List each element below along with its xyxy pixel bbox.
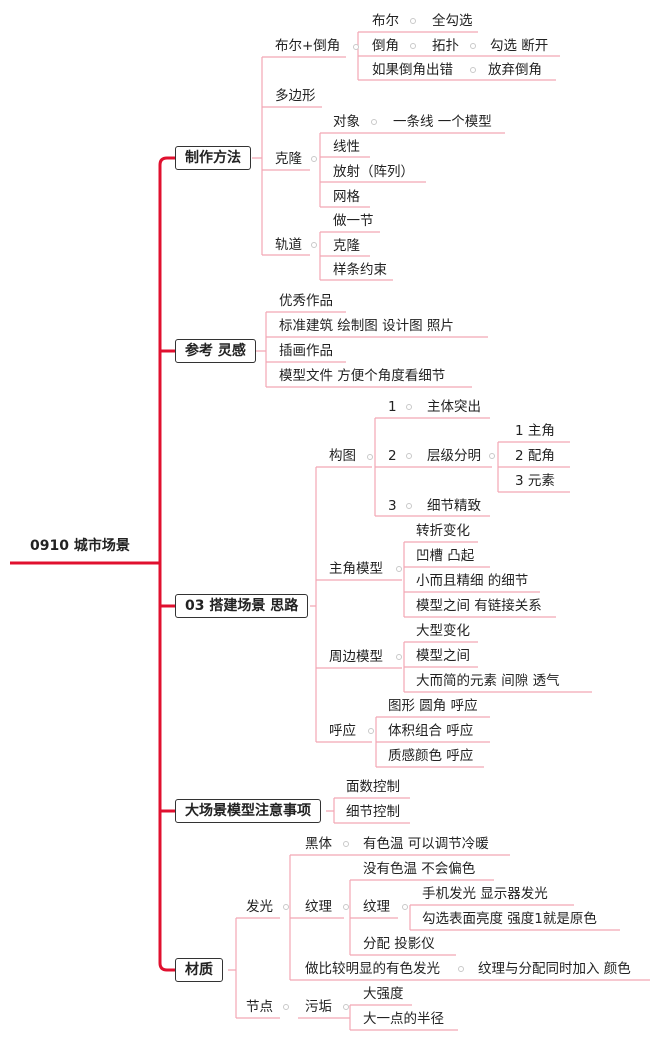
collapse-dot[interactable] <box>470 67 476 73</box>
collapse-dot[interactable] <box>396 654 402 660</box>
collapse-dot[interactable] <box>470 43 476 49</box>
node-quangouxuan[interactable]: 全勾选 <box>432 13 473 29</box>
collapse-dot[interactable] <box>367 454 373 460</box>
collapse-dot[interactable] <box>410 18 416 24</box>
collapse-dot[interactable] <box>371 119 377 125</box>
node-zuobi[interactable]: 做比较明显的有色发光 <box>305 961 440 977</box>
collapse-dot[interactable] <box>283 1004 289 1010</box>
collapse-dot[interactable] <box>311 242 317 248</box>
node-daqiangdu[interactable]: 大强度 <box>363 986 404 1002</box>
node-duobianxing[interactable]: 多边形 <box>275 88 316 104</box>
node-zhujiao-2[interactable]: 小而且精细 的细节 <box>416 573 529 589</box>
collapse-dot[interactable] <box>343 904 349 910</box>
node-wenli[interactable]: 纹理 <box>305 899 332 915</box>
node-biaozhun[interactable]: 标准建筑 绘制图 设计图 照片 <box>279 318 454 334</box>
node-zhoubian[interactable]: 周边模型 <box>329 649 383 665</box>
collapse-dot[interactable] <box>311 156 317 162</box>
collapse-dot[interactable] <box>458 966 464 972</box>
node-n3[interactable]: 3 <box>388 498 397 514</box>
node-gouxuan-duankai[interactable]: 勾选 断开 <box>490 38 549 54</box>
node-fangqi[interactable]: 放弃倒角 <box>488 62 542 78</box>
node-youxiu[interactable]: 优秀作品 <box>279 293 333 309</box>
root-title: 0910 城市场景 <box>30 538 130 554</box>
node-buer-daojiao[interactable]: 布尔+倒角 <box>275 38 341 54</box>
node-yangtiao[interactable]: 样条约束 <box>333 262 387 278</box>
node-n1[interactable]: 1 <box>388 399 397 415</box>
main-bracket <box>155 156 175 972</box>
node-chahua[interactable]: 插画作品 <box>279 343 333 359</box>
node-wugou[interactable]: 污垢 <box>305 999 332 1015</box>
node-huying[interactable]: 呼应 <box>329 723 356 739</box>
main-node-cankao[interactable]: 参考 灵感 <box>175 339 256 363</box>
main-node-zhizuo[interactable]: 制作方法 <box>175 146 251 170</box>
node-jiedian[interactable]: 节点 <box>246 999 273 1015</box>
node-huying-0[interactable]: 图形 圆角 呼应 <box>388 698 478 714</box>
node-shouji[interactable]: 手机发光 显示器发光 <box>422 886 548 902</box>
node-youseweng[interactable]: 有色温 可以调节冷暖 <box>363 836 489 852</box>
node-kelong2[interactable]: 克隆 <box>333 238 360 254</box>
node-zuoyijie[interactable]: 做一节 <box>333 213 374 229</box>
node-daojiao[interactable]: 倒角 <box>372 38 399 54</box>
node-wangge[interactable]: 网格 <box>333 189 360 205</box>
node-zhoubian-0[interactable]: 大型变化 <box>416 623 470 639</box>
node-dayidian[interactable]: 大一点的半径 <box>363 1011 444 1027</box>
main-node-dajian[interactable]: 03 搭建场景 思路 <box>175 594 309 618</box>
node-zhujiao-3[interactable]: 模型之间 有链接关系 <box>416 598 542 614</box>
collapse-dot[interactable] <box>402 904 408 910</box>
collapse-dot[interactable] <box>396 566 402 572</box>
node-xijiekongzhi[interactable]: 细节控制 <box>346 804 400 820</box>
node-xianxing[interactable]: 线性 <box>333 139 360 155</box>
collapse-dot[interactable] <box>368 728 374 734</box>
node-huying-2[interactable]: 质感颜色 呼应 <box>388 748 474 764</box>
node-cengji[interactable]: 层级分明 <box>427 448 481 464</box>
collapse-dot[interactable] <box>343 1004 349 1010</box>
node-fenpei[interactable]: 分配 投影仪 <box>363 936 435 952</box>
node-mianshu[interactable]: 面数控制 <box>346 779 400 795</box>
node-gouxuan[interactable]: 勾选表面亮度 强度1就是原色 <box>422 911 597 927</box>
node-xijie[interactable]: 细节精致 <box>427 498 481 514</box>
collapse-dot[interactable] <box>406 404 412 410</box>
node-fangshe[interactable]: 放射（阵列） <box>333 164 414 180</box>
node-tuopu[interactable]: 拓扑 <box>432 38 459 54</box>
collapse-dot[interactable] <box>353 44 359 50</box>
node-c3[interactable]: 3 元素 <box>515 473 555 489</box>
node-wenli2[interactable]: 纹理 <box>363 899 390 915</box>
main-node-caizhi[interactable]: 材质 <box>175 958 223 982</box>
collapse-dot[interactable] <box>283 904 289 910</box>
node-c1[interactable]: 1 主角 <box>515 423 555 439</box>
node-zhujiao[interactable]: 主角模型 <box>329 561 383 577</box>
node-moxing[interactable]: 模型文件 方便个角度看细节 <box>279 368 446 384</box>
node-ruguo[interactable]: 如果倒角出错 <box>372 62 453 78</box>
collapse-dot[interactable] <box>410 43 416 49</box>
collapse-dot[interactable] <box>489 453 495 459</box>
node-buer[interactable]: 布尔 <box>372 13 399 29</box>
node-zhujiao-0[interactable]: 转折变化 <box>416 523 470 539</box>
node-meiyou[interactable]: 没有色温 不会偏色 <box>363 861 476 877</box>
node-duixiang[interactable]: 对象 <box>333 114 360 130</box>
node-yitiaoxian[interactable]: 一条线 一个模型 <box>393 114 492 130</box>
node-faguang[interactable]: 发光 <box>246 899 273 915</box>
node-n2[interactable]: 2 <box>388 448 397 464</box>
node-zhujiao-1[interactable]: 凹槽 凸起 <box>416 548 475 564</box>
node-c2[interactable]: 2 配角 <box>515 448 555 464</box>
node-heiti[interactable]: 黑体 <box>305 836 332 852</box>
node-zhuti[interactable]: 主体突出 <box>427 399 481 415</box>
collapse-dot[interactable] <box>406 503 412 509</box>
node-zhoubian-2[interactable]: 大而简的元素 间隙 透气 <box>416 673 560 689</box>
collapse-dot[interactable] <box>343 841 349 847</box>
node-huying-1[interactable]: 体积组合 呼应 <box>388 723 474 739</box>
node-zhoubian-1[interactable]: 模型之间 <box>416 648 470 664</box>
main-node-dachangjing[interactable]: 大场景模型注意事项 <box>175 799 321 823</box>
node-kelong[interactable]: 克隆 <box>275 151 302 167</box>
node-goutu[interactable]: 构图 <box>329 448 356 464</box>
collapse-dot[interactable] <box>406 453 412 459</box>
node-guidao[interactable]: 轨道 <box>275 237 302 253</box>
sub-connectors <box>228 31 650 1031</box>
node-wenli-fenpei[interactable]: 纹理与分配同时加入 颜色 <box>478 961 631 977</box>
